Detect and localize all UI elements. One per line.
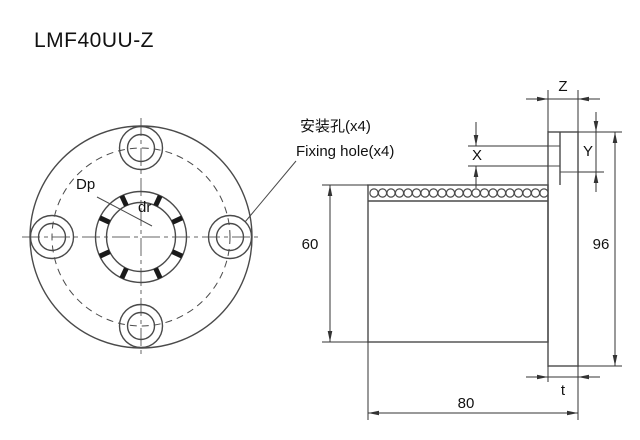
dim-60-label: 60 (302, 236, 319, 253)
dim-96-label: 96 (593, 236, 610, 253)
dim-y-label: Y (583, 143, 593, 160)
dimension-z: Z (526, 78, 600, 132)
bolt-circle-label: Dp (76, 176, 95, 193)
dim-z-label: Z (558, 78, 567, 95)
flange-outline (547, 131, 579, 367)
bore-inner-circle (105, 201, 177, 273)
ball-row (369, 188, 549, 198)
dimension-body-od: 60 (302, 184, 368, 343)
bolt-circle-dashed (51, 147, 231, 327)
fixing-hole-bottom (118, 303, 164, 349)
bore-label: dr (138, 199, 151, 216)
annotation-leader-line (244, 160, 297, 223)
dimension-y: Y (578, 112, 604, 192)
fixing-hole-right (207, 214, 253, 260)
fixing-hole-top (118, 125, 164, 171)
body-outline (367, 184, 549, 343)
page-title: LMF40UU-Z (34, 29, 154, 52)
dimension-flange-od: 96 (578, 131, 622, 367)
annotation-text-en: Fixing hole(x4) (296, 143, 394, 160)
fixing-hole-annotation: 安装孔(x4) Fixing hole(x4) (244, 118, 394, 223)
side-view (367, 131, 579, 367)
dim-t-label: t (561, 382, 566, 399)
dimension-flange-thickness: t (526, 366, 600, 399)
dim-80-label: 80 (458, 395, 475, 412)
dim-x-label: X (472, 147, 482, 164)
front-view: Dp dr (22, 118, 260, 356)
bore-callout-leader (96, 196, 153, 227)
ball-track-ticks (98, 194, 184, 280)
fixing-hole-left (29, 214, 75, 260)
dimension-x: X (468, 122, 548, 188)
bore-outer-circle (94, 190, 188, 284)
annotation-text-cn: 安装孔(x4) (300, 118, 371, 135)
dimension-length: 80 (367, 342, 579, 420)
